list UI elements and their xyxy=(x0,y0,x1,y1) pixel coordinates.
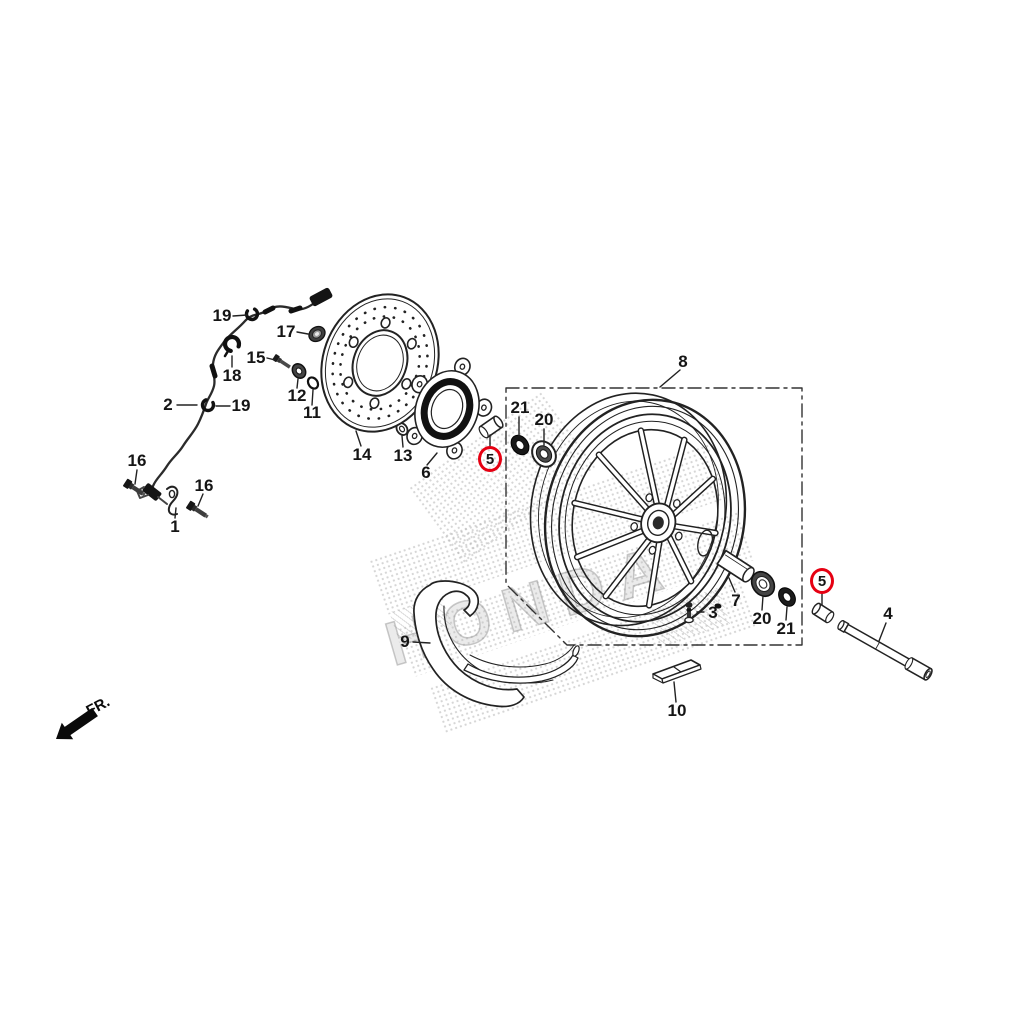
sensor-stay-1 xyxy=(166,485,179,516)
washer-12 xyxy=(291,363,307,379)
wheel-spokes-fill xyxy=(572,428,718,608)
wire-clip-19a xyxy=(244,306,260,322)
bearing-20a xyxy=(531,440,557,468)
wire-clamp-18 xyxy=(222,334,242,358)
part-callout-19: 19 xyxy=(231,396,251,415)
part-callout-12: 12 xyxy=(287,386,307,405)
part-callout-14: 14 xyxy=(352,445,372,464)
valve-3 xyxy=(684,602,694,624)
part-callout-17: 17 xyxy=(276,322,296,341)
wire-clip-19b xyxy=(200,397,216,413)
part-callout-7: 7 xyxy=(731,591,741,610)
part-callout-20: 20 xyxy=(534,410,554,429)
part-callout-13: 13 xyxy=(393,446,413,465)
part-callout-19: 19 xyxy=(212,306,232,325)
leader-lines xyxy=(134,314,887,703)
part-callout-4: 4 xyxy=(883,604,893,623)
dust-seal-21a xyxy=(510,434,530,456)
balance-weight-10 xyxy=(652,659,702,684)
pulser-ring-6 xyxy=(406,357,493,460)
wire-connector xyxy=(309,287,333,307)
part-callout-16: 16 xyxy=(194,476,214,495)
dust-seal-21b xyxy=(778,587,796,607)
wheel-hub xyxy=(640,502,677,544)
part-callout-10: 10 xyxy=(667,701,687,720)
part-callout-3: 3 xyxy=(708,603,718,622)
part-callout-21: 21 xyxy=(776,619,796,638)
part-callout-8: 8 xyxy=(678,352,688,371)
wheel-speed-sensor xyxy=(142,483,162,501)
part-callout-6: 6 xyxy=(421,463,431,482)
part-callout-11: 11 xyxy=(303,403,321,422)
part-callout-21: 21 xyxy=(510,398,530,417)
side-collar-5b xyxy=(811,602,835,624)
part-callout-2: 2 xyxy=(163,395,173,414)
part-callout-1: 1 xyxy=(170,517,180,536)
bearing-20b xyxy=(750,570,776,598)
fr-direction-arrow xyxy=(56,707,98,740)
part-callout-18: 18 xyxy=(222,366,242,385)
part-callout-5: 5 xyxy=(810,568,834,594)
assembly-boundary-box xyxy=(505,387,803,646)
o-ring-11 xyxy=(306,376,320,390)
side-collar-5a xyxy=(478,415,504,439)
front-wheel-8 xyxy=(529,392,747,638)
part-callout-20: 20 xyxy=(752,609,772,628)
part-callout-5: 5 xyxy=(478,446,502,472)
nut-17 xyxy=(308,325,326,343)
part-callout-15: 15 xyxy=(246,348,266,367)
part-callout-9: 9 xyxy=(400,632,410,651)
part-callout-16: 16 xyxy=(127,451,147,470)
axle-shaft-4 xyxy=(837,620,933,681)
wheel-guard-9 xyxy=(413,580,580,708)
tire-valve xyxy=(714,603,722,609)
abs-sensor-wire xyxy=(136,287,333,505)
